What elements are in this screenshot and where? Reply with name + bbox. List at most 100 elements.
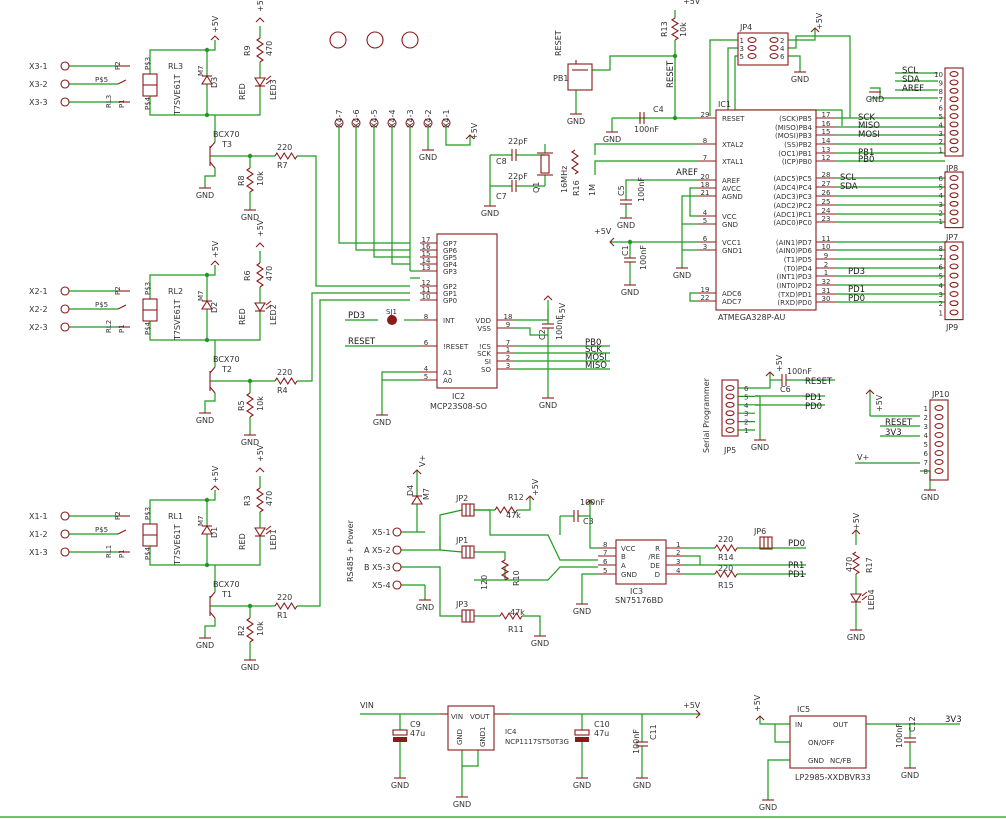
resistor [256, 262, 264, 288]
wire [297, 292, 410, 382]
header-pin [949, 71, 959, 77]
header-pin [769, 37, 779, 43]
mounting-hole [329, 31, 347, 49]
terminal-label: X1-3 [29, 548, 48, 557]
pin-name: (INT0)PD2 [776, 282, 812, 290]
mounting-hole [366, 31, 384, 49]
section-title: RS485 + Power [346, 519, 355, 582]
ref-label: IC1 [718, 100, 731, 109]
gnd-label: GND [196, 191, 214, 200]
wire [297, 155, 410, 287]
gnd-label: GND [419, 153, 437, 162]
terminal [60, 61, 70, 71]
net-label: RESET [885, 418, 913, 428]
pin-number: 2 [939, 300, 943, 308]
pin-name: SO [481, 366, 491, 374]
pin-number: 3 [939, 201, 943, 209]
pin-name: XTAL1 [722, 158, 744, 166]
value-label: 470 [265, 491, 274, 506]
pin-number: 8 [424, 313, 428, 321]
pin-number: 28 [822, 171, 831, 179]
pin-name: GP4 [443, 261, 458, 269]
gnd-label: GND [633, 781, 651, 790]
resistor [714, 543, 738, 553]
net-label: PD0 [805, 402, 822, 412]
pin-number: 2 [744, 419, 748, 427]
pin-number: 6 [939, 175, 944, 183]
header-pin [934, 423, 944, 429]
header-pin [934, 441, 944, 447]
pin-name: GP0 [443, 297, 457, 305]
header-pin [949, 96, 959, 103]
ref-label: R3 [243, 495, 252, 506]
wire [759, 716, 790, 725]
pin-number: 2 [939, 209, 943, 217]
terminal [387, 118, 397, 128]
ref-label: Q1 [532, 182, 541, 193]
ref-label: R13 [660, 21, 669, 37]
value-label: 470 [265, 41, 274, 56]
net-label: AREF [676, 168, 698, 178]
header-pin [949, 183, 959, 190]
supply-label: +5V [815, 12, 824, 30]
header-pin [949, 263, 959, 270]
led-symbol [254, 527, 266, 538]
pin-number: 6 [939, 105, 944, 113]
pin-number: 2 [824, 261, 828, 269]
ref-label: LED1 [269, 529, 278, 550]
ref-label: C9 [410, 720, 421, 729]
diode-symbol [411, 494, 423, 505]
wire [709, 39, 738, 116]
ref-label: C8 [496, 157, 507, 166]
wire [474, 551, 506, 560]
gnd-label: GND [241, 438, 259, 447]
header-pin [747, 53, 757, 59]
supply-label: +5V [256, 444, 265, 462]
supply-label: +5V [683, 701, 701, 710]
net-label: PB1 [858, 148, 874, 158]
pin-name: (AIN1)PD7 [776, 239, 812, 247]
header-body [944, 241, 964, 321]
ref-label: D4 [406, 485, 415, 496]
net-label: PD1 [805, 393, 822, 403]
value-label: 100nF [637, 177, 646, 202]
value-label: 10k [679, 22, 688, 37]
solder-jumper [759, 536, 773, 550]
resistor [246, 167, 254, 193]
wire [355, 127, 410, 251]
pin-name: !RESET [443, 343, 469, 351]
pin-number: 2 [939, 138, 943, 146]
pin-name: AREF [722, 177, 740, 185]
gnd-label: GND [531, 639, 549, 648]
pin-name: NC/FB [830, 757, 852, 765]
value-label: 47k [510, 608, 525, 617]
net-label: SDA [840, 182, 858, 192]
header-pin [725, 401, 735, 408]
pin-label: P2 [114, 286, 122, 295]
wire [425, 566, 462, 617]
diode-symbol [201, 524, 213, 535]
supply-arrow [210, 260, 220, 266]
supply-arrow [525, 495, 535, 501]
header-pin [949, 200, 959, 207]
ref-label: LED4 [867, 589, 876, 610]
pkg-label: M7 [422, 488, 431, 500]
ref-label: IC5 [797, 705, 810, 714]
value-label: 470 [845, 557, 854, 572]
net-label: SCL [902, 66, 918, 76]
pin-name: (ADC0)PC0 [773, 219, 812, 227]
elcap [392, 729, 408, 736]
terminal-label: X3-2 [29, 80, 48, 89]
pkg-label: RED [238, 533, 247, 550]
ref-label: C7 [496, 192, 507, 201]
pin-number: 6 [939, 263, 944, 271]
value-label: 47k [506, 511, 521, 520]
pin-name: (AIN0)PD6 [776, 247, 813, 255]
header-pin [949, 129, 959, 136]
resistor [274, 376, 298, 386]
wire [338, 127, 410, 244]
wire [445, 127, 471, 146]
pin-number: 7 [603, 549, 607, 557]
wire [681, 195, 698, 268]
wire [625, 179, 698, 200]
